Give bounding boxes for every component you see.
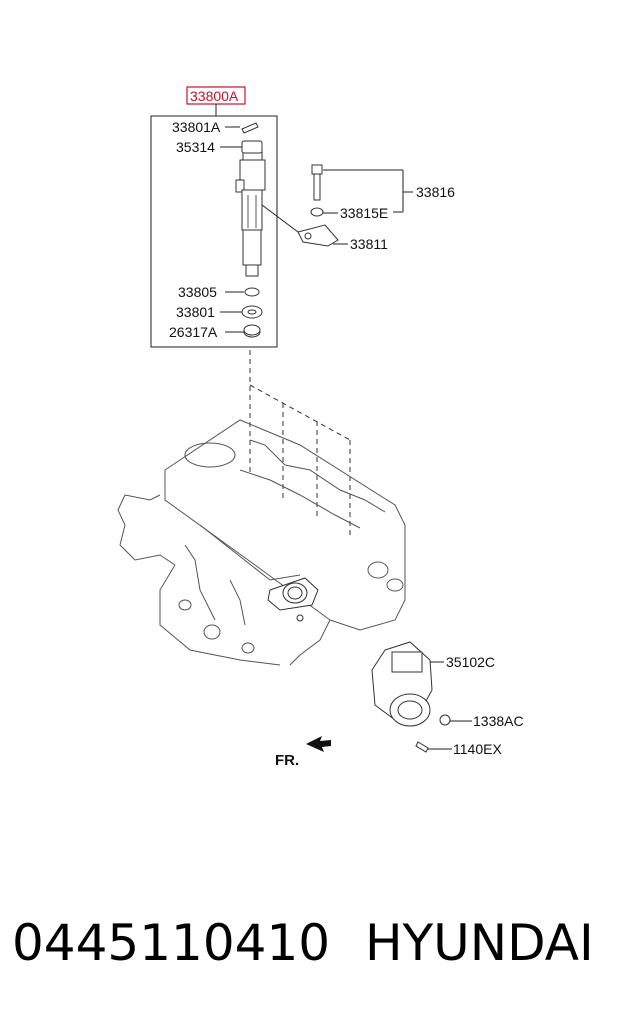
oring-33805-icon: [244, 287, 260, 297]
label-26317a: 26317A: [169, 324, 218, 340]
engine-block-drawing: [117, 419, 406, 666]
label-33815e: 33815E: [340, 205, 388, 221]
intake-adapter-icon: [267, 577, 319, 622]
injector-icon: [235, 142, 266, 277]
label-33816: 33816: [416, 184, 455, 200]
clamp-33811-icon: [297, 224, 339, 247]
label-33805: 33805: [178, 284, 217, 300]
label-35102c: 35102C: [446, 654, 495, 670]
part-number: 0445110410: [12, 914, 330, 972]
assembly-code: 33800A: [190, 88, 239, 104]
label-33801a: 33801A: [172, 119, 221, 135]
label-35314: 35314: [176, 139, 215, 155]
clip-33801a-icon: [241, 122, 259, 134]
throttle-body-icon: [371, 641, 433, 727]
brand-name: HYUNDAI: [365, 914, 594, 972]
bolt-icon: [311, 164, 323, 201]
seal-26317a-icon: [243, 324, 261, 338]
label-1338ac: 1338AC: [473, 713, 524, 729]
direction-label: FR.: [275, 752, 299, 769]
bolt-1140ex-icon: [415, 741, 429, 753]
label-33811: 33811: [350, 236, 388, 252]
front-direction-arrow-icon: [306, 736, 331, 752]
washer-33815e-icon: [310, 207, 324, 217]
nut-1338ac-icon: [439, 714, 451, 726]
label-1140ex: 1140EX: [453, 741, 502, 757]
label-33801: 33801: [176, 304, 215, 320]
bracket-35314-icon: [241, 140, 263, 154]
injector-assembly-frame: [150, 115, 278, 348]
washer-33801-icon: [241, 305, 263, 319]
